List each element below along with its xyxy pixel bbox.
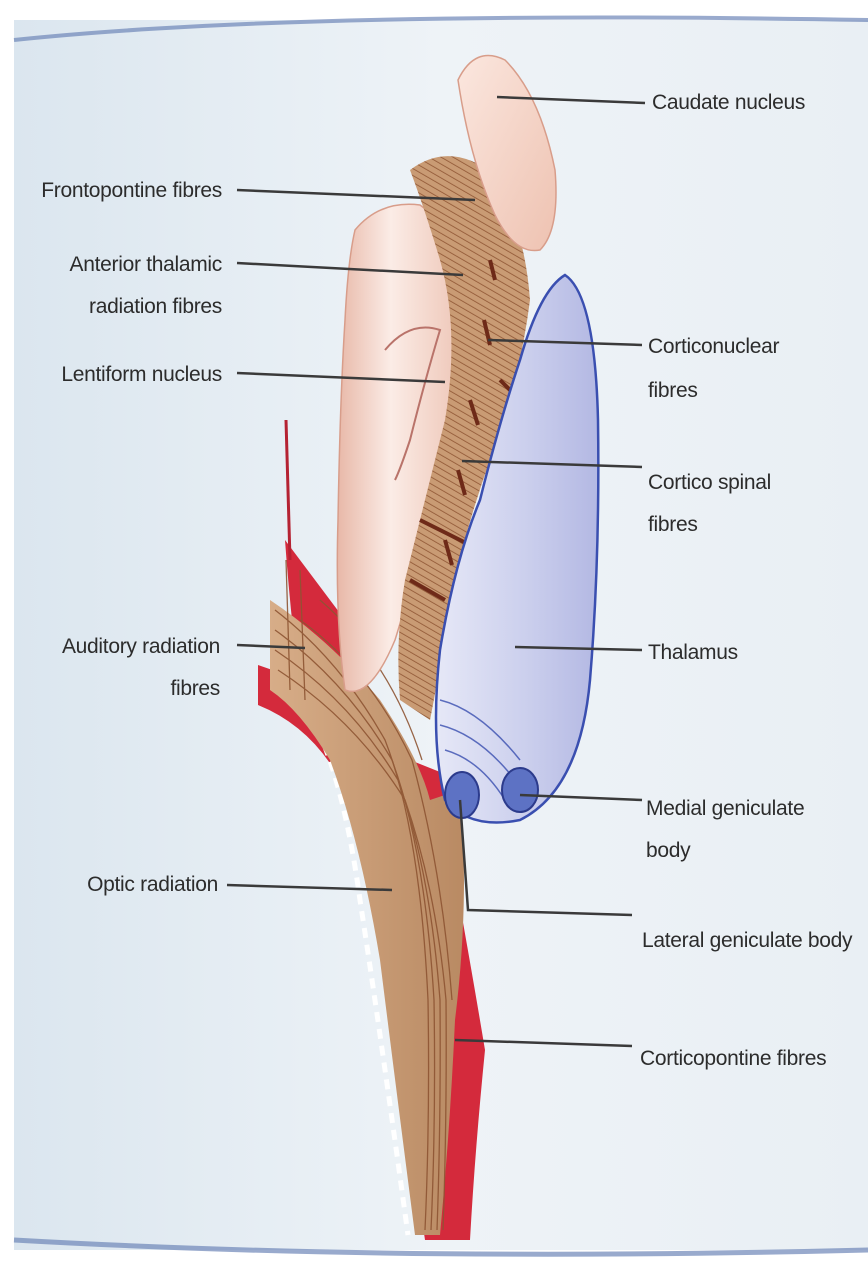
label-caudate-nucleus: Caudate nucleus [652, 88, 805, 117]
label-frontopontine-fibres: Frontopontine fibres [40, 176, 222, 205]
medial-geniculate-shape [502, 768, 538, 812]
label-corticonuclear-line2: fibres [648, 376, 698, 405]
label-lateral-geniculate-body: Lateral geniculate body [642, 926, 852, 955]
label-lentiform-nucleus: Lentiform nucleus [40, 360, 222, 389]
label-thalamus: Thalamus [648, 638, 738, 667]
label-optic-radiation: Optic radiation [30, 870, 218, 899]
label-anterior-thalamic-line1: Anterior thalamic [40, 250, 222, 279]
label-medial-geniculate-line2: body [646, 836, 690, 865]
label-corticopontine-fibres: Corticopontine fibres [640, 1044, 826, 1073]
label-cortico-spinal-line2: fibres [648, 510, 698, 539]
label-cortico-spinal-line1: Cortico spinal [648, 468, 771, 497]
label-corticonuclear-line1: Corticonuclear [648, 332, 779, 361]
label-medial-geniculate-line1: Medial geniculate [646, 794, 804, 823]
label-auditory-line2: fibres [30, 674, 220, 703]
label-auditory-line1: Auditory radiation [30, 632, 220, 661]
label-anterior-thalamic-line2: radiation fibres [40, 292, 222, 321]
